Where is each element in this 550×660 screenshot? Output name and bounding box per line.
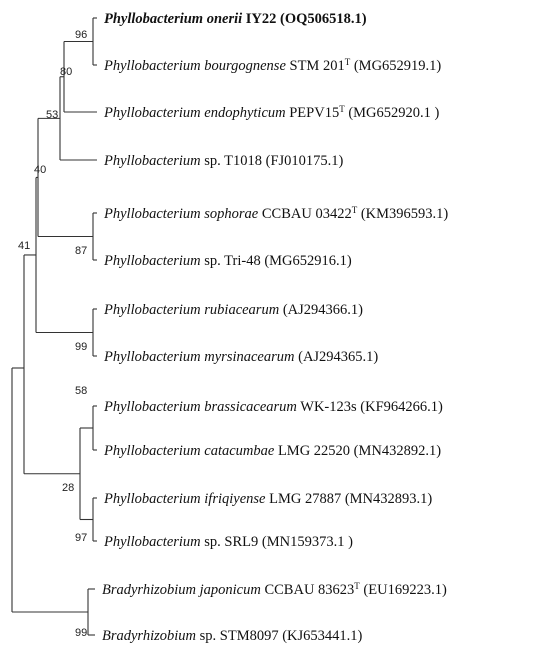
type-strain-mark: T — [352, 205, 358, 215]
strain-accession: LMG 22520 (MN432892.1) — [274, 443, 441, 459]
type-strain-mark: T — [339, 104, 345, 114]
strain-accession: PEPV15 — [286, 105, 340, 121]
strain-accession: (AJ294365.1) — [294, 349, 378, 365]
strain-accession: sp. Tri-48 (MG652916.1) — [201, 253, 352, 269]
strain-accession: (AJ294366.1) — [279, 302, 363, 318]
bootstrap-n40: 40 — [34, 164, 46, 176]
taxon-label: Phyllobacterium sp. T1018 (FJ010175.1) — [103, 153, 344, 169]
strain-accession: STM 201 — [286, 58, 345, 74]
strain-accession: CCBAU 83623 — [261, 582, 354, 598]
taxon-label: Phyllobacterium sophorae CCBAU 03422T (K… — [103, 205, 448, 222]
taxon-label: Phyllobacterium catacumbae LMG 22520 (MN… — [103, 443, 441, 459]
taxon-name: Phyllobacterium catacumbae — [103, 443, 275, 459]
taxon-name: Phyllobacterium — [103, 534, 201, 550]
taxon-label: Phyllobacterium rubiacearum (AJ294366.1) — [103, 302, 363, 318]
bootstrap-n99b: 99 — [75, 627, 87, 639]
taxon-name: Bradyrhizobium — [102, 628, 196, 644]
type-strain-mark: T — [345, 57, 351, 67]
taxon-name: Bradyrhizobium japonicum — [102, 582, 261, 598]
taxon-label: Phyllobacterium ifriqiyense LMG 27887 (M… — [103, 491, 432, 507]
bootstrap-n97: 97 — [75, 532, 87, 544]
strain-accession: WK-123s (KF964266.1) — [297, 399, 443, 415]
taxon-label: Bradyrhizobium japonicum CCBAU 83623T (E… — [102, 581, 447, 598]
taxon-label: Phyllobacterium endophyticum PEPV15T (MG… — [103, 104, 440, 121]
taxon-label: Phyllobacterium sp. SRL9 (MN159373.1 ) — [103, 534, 353, 550]
taxon-name: Phyllobacterium bourgognense — [103, 58, 286, 74]
strain-accession: sp. SRL9 (MN159373.1 ) — [201, 534, 353, 550]
accession: (MG652920.1 ) — [345, 105, 440, 121]
taxon-name: Phyllobacterium sophorae — [103, 206, 259, 222]
strain-accession: LMG 27887 (MN432893.1) — [265, 491, 432, 507]
bootstrap-n96: 96 — [75, 29, 87, 41]
taxon-name: Phyllobacterium endophyticum — [103, 105, 286, 121]
taxon-name: Phyllobacterium onerii — [104, 11, 242, 27]
taxon-labels: Phyllobacterium onerii IY22 (OQ506518.1)… — [102, 11, 448, 644]
accession: (EU169223.1) — [360, 582, 447, 598]
bootstrap-n58: 58 — [75, 385, 87, 397]
taxon-label: Phyllobacterium bourgognense STM 201T (M… — [103, 57, 441, 74]
bootstrap-n99a: 99 — [75, 341, 87, 353]
taxon-name: Phyllobacterium brassicacearum — [103, 399, 297, 415]
taxon-label: Phyllobacterium myrsinacearum (AJ294365.… — [103, 349, 378, 365]
tree-branches — [11, 17, 97, 636]
taxon-name: Phyllobacterium ifriqiyense — [103, 491, 266, 507]
bootstrap-values: 96 80 53 40 87 41 99 58 28 97 99 — [18, 29, 87, 639]
strain-accession: IY22 (OQ506518.1) — [242, 11, 367, 27]
bootstrap-n80: 80 — [60, 66, 72, 78]
taxon-label: Phyllobacterium onerii IY22 (OQ506518.1) — [104, 11, 367, 27]
taxon-label: Phyllobacterium brassicacearum WK-123s (… — [103, 399, 443, 415]
bootstrap-n53: 53 — [46, 109, 58, 121]
taxon-name: Phyllobacterium rubiacearum — [103, 302, 279, 318]
taxon-name: Phyllobacterium — [103, 153, 201, 169]
type-strain-mark: T — [354, 581, 360, 591]
bootstrap-n28: 28 — [62, 482, 74, 494]
bootstrap-n41: 41 — [18, 240, 30, 252]
strain-accession: sp. T1018 (FJ010175.1) — [201, 153, 344, 169]
taxon-label: Phyllobacterium sp. Tri-48 (MG652916.1) — [103, 253, 352, 269]
taxon-name: Phyllobacterium — [103, 253, 201, 269]
taxon-name: Phyllobacterium myrsinacearum — [103, 349, 294, 365]
strain-accession: CCBAU 03422 — [258, 206, 351, 222]
accession: (MG652919.1) — [350, 58, 441, 74]
strain-accession: sp. STM8097 (KJ653441.1) — [196, 628, 363, 644]
accession: (KM396593.1) — [357, 206, 448, 222]
bootstrap-n87: 87 — [75, 245, 87, 257]
taxon-label: Bradyrhizobium sp. STM8097 (KJ653441.1) — [102, 628, 363, 644]
